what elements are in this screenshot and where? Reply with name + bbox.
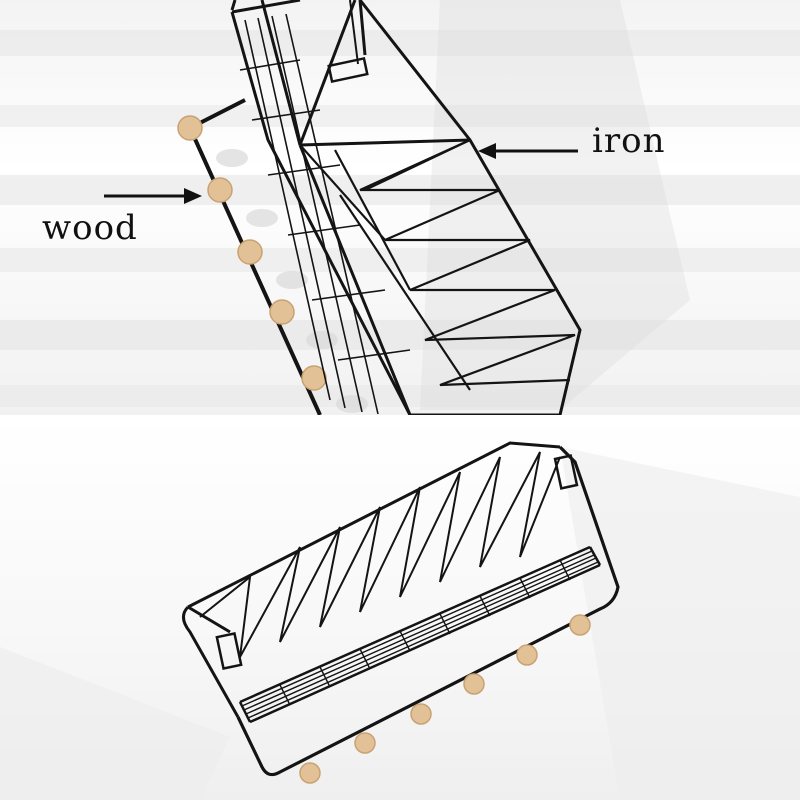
iron-arrow-icon [478, 143, 578, 159]
shelf-photo [0, 441, 800, 800]
wire-basket-shelf [182, 441, 620, 777]
panel-divider [0, 415, 800, 418]
wood-arrow-icon [104, 188, 202, 204]
wood-label: wood [42, 208, 138, 248]
wooden-peg-balls [177, 115, 327, 391]
wooden-peg-balls-shelf [299, 614, 591, 784]
closeup-photo-panel: iron wood [0, 0, 800, 417]
fullview-photo-panel [0, 417, 800, 800]
closeup-photo [0, 0, 800, 417]
iron-label: iron [592, 121, 666, 161]
